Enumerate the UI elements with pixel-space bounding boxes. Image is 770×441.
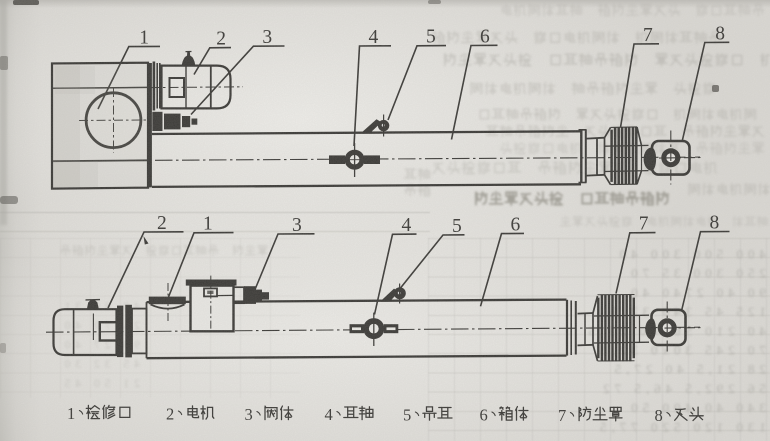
- svg-text:4: 4: [369, 27, 379, 48]
- svg-text:7: 7: [558, 406, 566, 425]
- svg-text:1: 1: [139, 27, 149, 48]
- svg-text:4: 4: [325, 405, 333, 424]
- svg-text:8: 8: [655, 406, 663, 425]
- svg-text:6: 6: [480, 26, 490, 47]
- svg-text:4: 4: [402, 215, 412, 236]
- svg-text:2: 2: [166, 404, 174, 423]
- svg-text:7: 7: [639, 214, 649, 235]
- svg-text:5: 5: [403, 405, 411, 424]
- svg-text:8: 8: [710, 213, 720, 234]
- svg-text:2: 2: [216, 29, 226, 50]
- svg-text:3: 3: [262, 27, 272, 48]
- svg-text:5: 5: [426, 27, 436, 48]
- svg-text:5: 5: [452, 216, 462, 237]
- svg-text:2: 2: [157, 213, 167, 234]
- svg-text:6: 6: [480, 405, 488, 424]
- svg-text:6: 6: [511, 214, 521, 235]
- svg-text:1: 1: [67, 404, 75, 423]
- svg-text:7: 7: [643, 25, 653, 46]
- svg-text:1: 1: [203, 214, 213, 235]
- svg-text:3: 3: [292, 215, 302, 236]
- svg-text:3: 3: [245, 405, 253, 424]
- svg-text:8: 8: [715, 23, 725, 44]
